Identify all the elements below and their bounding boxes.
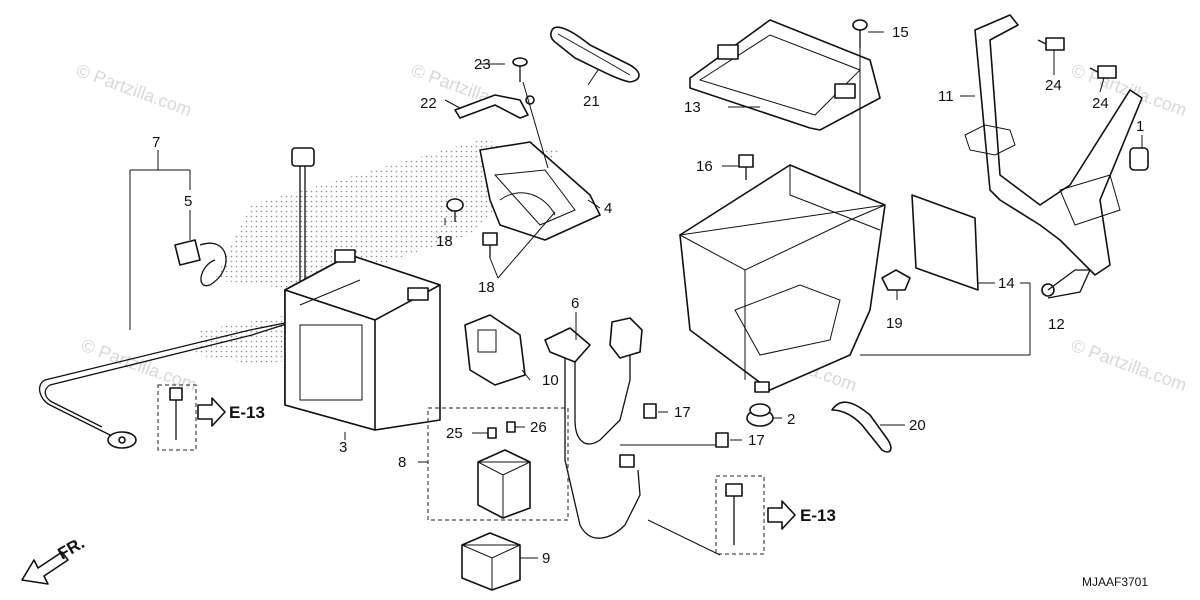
part-number: 25: [446, 425, 463, 442]
part-14-pad: [911, 194, 979, 291]
part-number: 17: [748, 432, 765, 449]
part-24-bolts: [1037, 37, 1117, 79]
part-bolt-left: [157, 384, 197, 451]
reference-label: E-13: [800, 506, 836, 525]
part-number: 2: [787, 411, 795, 428]
reference-label: E-13: [229, 403, 265, 422]
part-19-clip: [881, 269, 911, 291]
part-20-band: [831, 401, 892, 453]
part-12-battery-box: [678, 164, 886, 393]
part-number: 18: [436, 233, 453, 250]
part-number: 12: [1048, 316, 1065, 333]
part-number: 9: [542, 550, 550, 567]
part-1-rubber: [1129, 147, 1149, 171]
diagram-code: MJAAF3701: [1082, 575, 1148, 589]
part-number: 20: [909, 417, 926, 434]
watermark: © Partzilla.com: [74, 60, 195, 120]
part-number-labels: 1 2 3 4 5 6 7 8 9 10 11 12 13 14 15 16 1…: [152, 24, 1144, 567]
part-11-frame: [964, 14, 1143, 299]
part-number: 22: [420, 95, 437, 112]
watermark: © Partzilla.com: [1069, 335, 1190, 395]
part-number: 26: [530, 419, 547, 436]
part-21-band: [549, 26, 640, 83]
part-number: 4: [604, 200, 612, 217]
part-number: 8: [398, 454, 406, 471]
part-4-cover: [479, 141, 601, 241]
part-number: 11: [938, 88, 954, 105]
part-10-fuse-box: [464, 314, 526, 386]
part-number: 16: [696, 158, 713, 175]
part-connector-right: [715, 475, 765, 555]
part-18-fasteners: [446, 198, 498, 258]
part-7-negative-cable: [38, 147, 315, 449]
part-number: 13: [684, 99, 701, 116]
part-22-band: [454, 94, 535, 119]
e13-ref-arrow-right: E-13: [767, 500, 836, 530]
part-number: 1: [1136, 118, 1144, 135]
part-number: 14: [998, 275, 1015, 292]
part-5-clip: [174, 239, 227, 287]
part-number: 15: [892, 24, 909, 41]
e13-ref-arrow-left: E-13: [197, 397, 265, 427]
part-8-relay-group: [427, 407, 569, 521]
part-16-bolt: [738, 154, 754, 180]
part-number: 18: [478, 279, 495, 296]
part-number: 19: [886, 315, 903, 332]
front-direction-arrow: FR.: [21, 533, 88, 585]
part-number: 21: [583, 93, 600, 110]
part-number: 23: [474, 56, 491, 73]
leader-lines: [129, 31, 1143, 559]
part-number: 5: [184, 193, 192, 210]
part-number: 24: [1045, 77, 1062, 94]
part-6-harness: [544, 317, 643, 539]
part-number: 10: [542, 372, 559, 389]
part-number: 24: [1092, 95, 1109, 112]
part-23-bolt: [512, 57, 528, 82]
part-13-cover-plate: [689, 19, 881, 131]
part-9-relay: [461, 532, 521, 591]
part-3-battery: [284, 249, 441, 431]
part-number: 6: [571, 295, 579, 312]
part-number: 3: [339, 439, 347, 456]
part-number: 17: [674, 404, 691, 421]
part-17-bolts: [643, 403, 729, 448]
part-number: 7: [152, 134, 160, 151]
watermark: © Partzilla.com: [79, 335, 200, 395]
part-2-grommet: [746, 403, 774, 427]
